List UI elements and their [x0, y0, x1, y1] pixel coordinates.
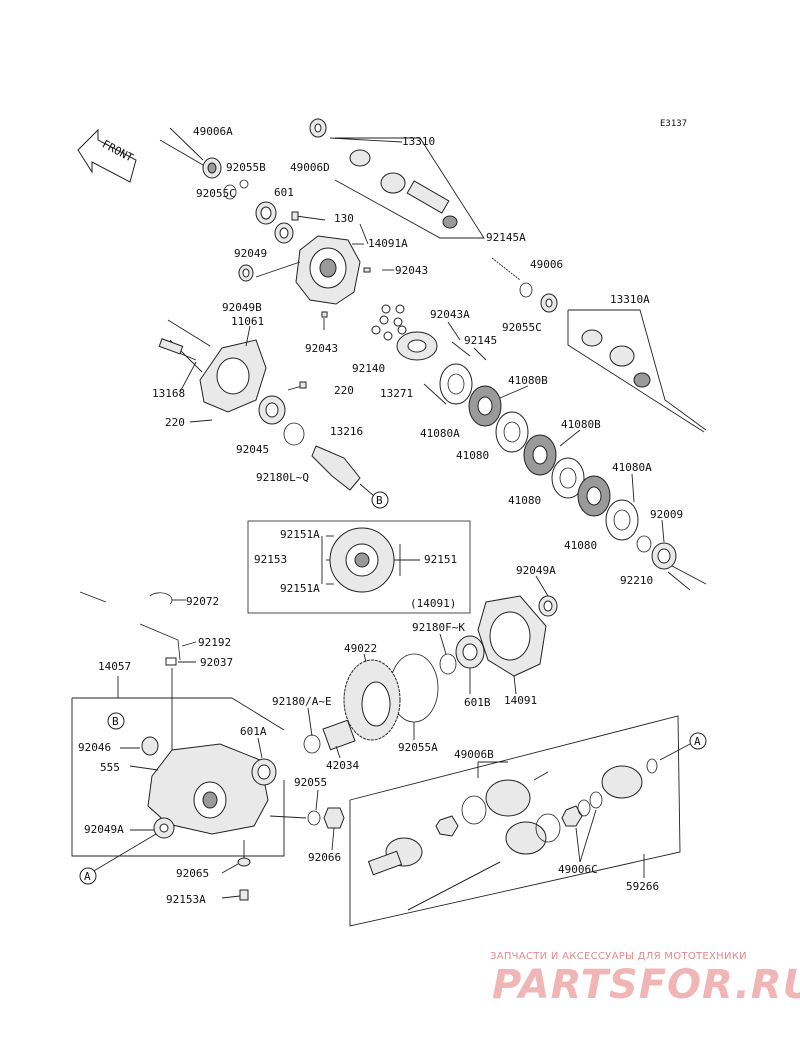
- label-42034: 42034: [326, 759, 359, 772]
- ring-gear-group: [303, 595, 558, 754]
- clutch-pack-group: [371, 304, 707, 591]
- label-92210: 92210: [620, 574, 653, 587]
- label-13168: 13168: [152, 387, 185, 400]
- label-92145A: 92145A: [486, 231, 526, 244]
- label-49006B: 49006B: [454, 748, 494, 761]
- propeller-shaft-group: [309, 118, 707, 433]
- watermark-tagline: ЗАПЧАСТИ И АКСЕССУАРЫ ДЛЯ МОТОТЕХНИКИ: [490, 951, 747, 962]
- label-14091: 14091: [504, 694, 537, 707]
- label-41080-1: 41080: [456, 449, 489, 462]
- label-555: 555: [100, 761, 120, 774]
- final-gear-case-group: [71, 591, 345, 901]
- label-92151A-1: 92151A: [280, 528, 320, 541]
- leader-lines: [120, 137, 665, 878]
- label-92049A-2: 92049A: [84, 823, 124, 836]
- label-92180FK: 92180F~K: [412, 621, 465, 634]
- label-41080-2: 41080: [508, 494, 541, 507]
- label-14057: 14057: [98, 660, 131, 673]
- marker-b-lower: B: [112, 715, 119, 728]
- label-92153A: 92153A: [166, 893, 206, 906]
- label-92065: 92065: [176, 867, 209, 880]
- label-49006A: 49006A: [193, 125, 233, 138]
- label-601B: 601B: [464, 696, 491, 709]
- label-92055A: 92055A: [398, 741, 438, 754]
- label-92180AE: 92180/A~E: [272, 695, 332, 708]
- label-92192: 92192: [198, 636, 231, 649]
- label-13216: 13216: [330, 425, 363, 438]
- label-92043A: 92043A: [430, 308, 470, 321]
- label-13271: 13271: [380, 387, 413, 400]
- label-14091-box: (14091): [410, 597, 456, 610]
- marker-a-right: A: [694, 735, 701, 748]
- label-92151A-2: 92151A: [280, 582, 320, 595]
- label-49006: 49006: [530, 258, 563, 271]
- cover-group: [158, 319, 375, 497]
- label-92055: 92055: [294, 776, 327, 789]
- watermark-brand: PARTSFOR.RU: [492, 962, 800, 1008]
- label-92049B: 92049B: [222, 301, 262, 314]
- label-92066: 92066: [308, 851, 341, 864]
- label-92049A-1: 92049A: [516, 564, 556, 577]
- label-59266: 59266: [626, 880, 659, 893]
- callout-labels: 49006A 92055B 92055C 601 130 92049 14091…: [78, 125, 683, 906]
- label-130: 130: [334, 212, 354, 225]
- marker-b-upper: B: [376, 494, 383, 507]
- label-92045: 92045: [236, 443, 269, 456]
- label-92140: 92140: [352, 362, 385, 375]
- label-92055B: 92055B: [226, 161, 266, 174]
- label-13310A: 13310A: [610, 293, 650, 306]
- label-92055C-2: 92055C: [502, 321, 542, 334]
- reference-markers: B B A A: [79, 491, 707, 885]
- marker-a-left: A: [84, 870, 91, 883]
- label-49006C: 49006C: [558, 863, 598, 876]
- label-92049: 92049: [234, 247, 267, 260]
- label-41080B-2: 41080B: [561, 418, 601, 431]
- label-92043-2: 92043: [305, 342, 338, 355]
- label-92151: 92151: [424, 553, 457, 566]
- diagram-code: E3137: [660, 119, 688, 129]
- label-92046: 92046: [78, 741, 111, 754]
- label-41080A-1: 41080A: [420, 427, 460, 440]
- label-92072: 92072: [186, 595, 219, 608]
- label-220-2: 220: [165, 416, 185, 429]
- front-arrow-icon: FRONT: [77, 128, 137, 183]
- drive-axle-group: [349, 715, 681, 927]
- label-92043-1: 92043: [395, 264, 428, 277]
- front-housing-group: [159, 127, 371, 318]
- label-11061: 11061: [231, 315, 264, 328]
- label-41080B-1: 41080B: [508, 374, 548, 387]
- label-41080-3: 41080: [564, 539, 597, 552]
- label-92180LQ: 92180L~Q: [256, 471, 309, 484]
- label-92145: 92145: [464, 334, 497, 347]
- label-13310: 13310: [402, 135, 435, 148]
- label-92153: 92153: [254, 553, 287, 566]
- label-41080A-2: 41080A: [612, 461, 652, 474]
- label-92037: 92037: [200, 656, 233, 669]
- label-49006D: 49006D: [290, 161, 330, 174]
- label-220-1: 220: [334, 384, 354, 397]
- label-601A: 601A: [240, 725, 267, 738]
- label-92009: 92009: [650, 508, 683, 521]
- label-14091A: 14091A: [368, 237, 408, 250]
- label-92055C-1: 92055C: [196, 187, 236, 200]
- label-49022: 49022: [344, 642, 377, 655]
- detail-box-14091: [247, 520, 471, 614]
- label-601: 601: [274, 186, 294, 199]
